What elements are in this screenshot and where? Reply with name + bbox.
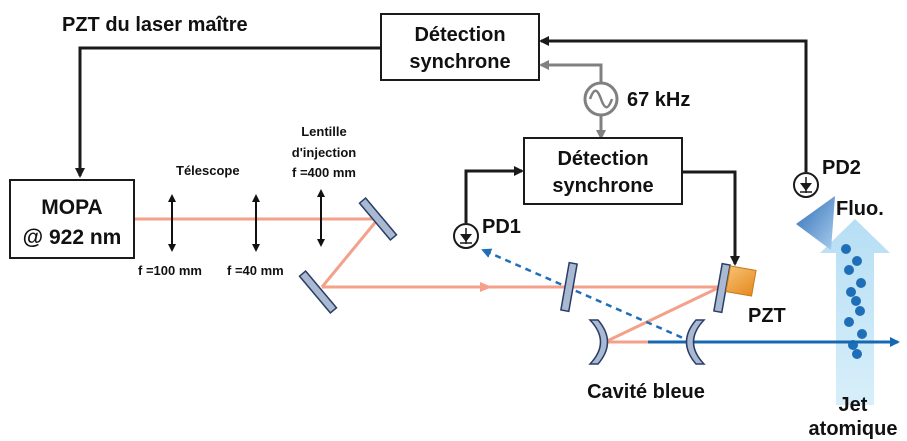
sync-detection-box-1: Détection synchrone — [380, 13, 540, 81]
pzt-label: PZT — [748, 305, 786, 327]
mopa-laser-box: MOPA @ 922 nm — [9, 179, 135, 259]
mopa-wavelength: @ 922 nm — [23, 226, 122, 249]
cavity-input-coupler — [560, 261, 578, 313]
sync-det-1-line2: synchrone — [409, 51, 510, 73]
modulation-wires — [539, 60, 606, 140]
mopa-label: MOPA — [41, 196, 102, 219]
photodiode-icon — [453, 223, 479, 249]
cavity-curved-mirror-left — [588, 319, 609, 365]
telescope-label: Télescope — [176, 163, 240, 178]
jet-label-line2: atomique — [809, 418, 898, 440]
cavity-curved-mirror-right — [685, 319, 706, 365]
sync-det-1-line1: Détection — [414, 24, 505, 46]
lens-injection-line1: Lentille — [301, 124, 347, 139]
sync-det-2-line2: synchrone — [552, 175, 653, 197]
laser-beam — [135, 217, 721, 344]
cavity-label: Cavité bleue — [587, 381, 705, 403]
atomic-jet-arrow — [820, 219, 890, 405]
photodiode-icon — [793, 172, 819, 198]
jet-label-line1: Jet — [839, 394, 868, 416]
feedback-wires — [75, 36, 808, 266]
mirror-1 — [358, 196, 398, 242]
mirror-2 — [298, 269, 338, 315]
pzt-actuator — [725, 265, 757, 297]
dashed-beam-to-pd1 — [481, 248, 693, 344]
lens-f100-label: f =100 mm — [138, 263, 202, 278]
fluo-label: Fluo. — [836, 198, 884, 220]
lens-f40-label: f =40 mm — [227, 263, 284, 278]
pd1-label: PD1 — [482, 216, 521, 238]
sine-oscillator-icon — [583, 81, 619, 117]
pd2-label: PD2 — [822, 157, 861, 179]
pzt-master-label: PZT du laser maître — [62, 14, 248, 36]
modulation-frequency: 67 kHz — [627, 89, 690, 111]
fluorescence-cone — [796, 196, 835, 250]
lens-injection-line3: f =400 mm — [292, 165, 356, 180]
sync-detection-box-2: Détection synchrone — [523, 137, 683, 205]
beam-direction-arrow — [480, 282, 492, 292]
sync-det-2-line1: Détection — [557, 148, 648, 170]
lens-injection-line2: d'injection — [292, 145, 357, 160]
